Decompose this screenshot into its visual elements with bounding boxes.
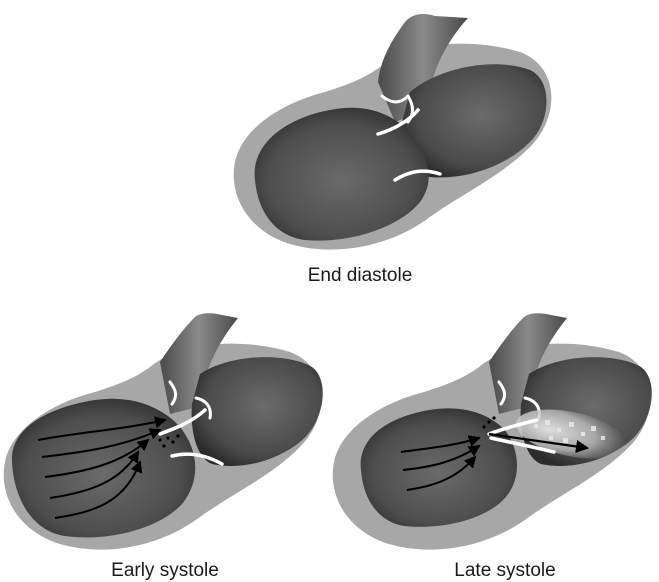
caption-end-diastole: End diastole xyxy=(300,265,420,287)
heart-early-systole xyxy=(0,312,330,557)
early-systole-panel xyxy=(0,312,330,557)
late-systole-panel xyxy=(329,312,659,557)
heart-late-systole xyxy=(329,312,659,557)
caption-late-systole: Late systole xyxy=(440,560,570,582)
caption-early-systole: Early systole xyxy=(95,560,235,582)
end-diastole-panel xyxy=(230,12,560,257)
heart-end-diastole xyxy=(230,12,560,257)
